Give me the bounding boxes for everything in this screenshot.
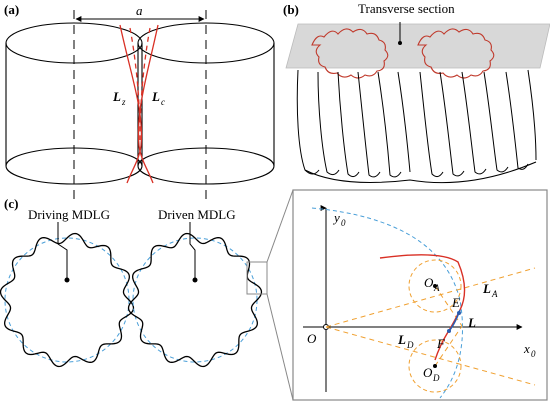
- driving-gear-label: Driving MDLG: [28, 207, 110, 222]
- arc-circle-d: [408, 339, 462, 393]
- line-la-label: L: [482, 281, 491, 296]
- transverse-section-label: Transverse section: [358, 1, 455, 16]
- y-axis-sub: 0: [341, 218, 346, 228]
- tangent-lines: [325, 267, 536, 386]
- driven-gear: [127, 222, 263, 368]
- point-f-dot: [447, 329, 451, 333]
- driving-gear: [0, 222, 135, 368]
- driven-gear-label: Driven MDLG: [158, 207, 236, 222]
- zoom-panel: y 0 x 0 O O A O D: [292, 189, 548, 401]
- center-a-point: [433, 284, 437, 288]
- panel-b: (b) Transverse section: [283, 1, 550, 184]
- line-la-sub: A: [491, 289, 498, 299]
- point-f-label: F: [436, 336, 446, 351]
- driven-gear-contour: [127, 232, 263, 368]
- helical-teeth: [296, 69, 537, 184]
- curve-lz-sub: z: [121, 97, 126, 107]
- point-e-dot: [457, 311, 461, 315]
- arc-circle-a: [408, 259, 462, 313]
- curve-lz-label: L: [112, 89, 121, 104]
- x-axis-sub: 0: [531, 349, 536, 359]
- line-ld-sub: D: [406, 340, 414, 350]
- center-a-label: O: [424, 275, 434, 290]
- y-axis-label: y: [332, 210, 340, 225]
- center-d-sub: D: [432, 373, 440, 383]
- driven-center-dot: [192, 277, 198, 283]
- curve-lc-sub: c: [161, 97, 165, 107]
- center-d-label: O: [423, 365, 433, 380]
- panel-c: (c) Driving MDLG Driven MDLG y 0: [0, 189, 548, 401]
- center-d-point: [433, 364, 437, 368]
- driving-center-dot: [64, 277, 70, 283]
- driven-leader: [189, 222, 196, 280]
- line-l-label: L: [467, 315, 476, 330]
- zoom-connectors: [266, 189, 294, 401]
- panel-b-label: (b): [283, 2, 299, 17]
- zoom-source-box: [246, 261, 268, 295]
- x-axis-label: x: [523, 341, 530, 356]
- tooth-profile-red: [379, 254, 466, 361]
- center-a-sub: A: [433, 283, 440, 293]
- gear-contours-section: [311, 28, 495, 79]
- section-pointer-dot: [398, 41, 402, 45]
- panel-a-label: (a): [4, 2, 19, 17]
- origin-label: O: [307, 331, 317, 346]
- driving-leader: [57, 222, 68, 280]
- point-e-label: E: [451, 295, 460, 310]
- line-ld-label: L: [397, 332, 406, 347]
- contact-curves: [119, 24, 159, 184]
- driving-gear-contour: [0, 232, 135, 368]
- transverse-section-plane: [285, 23, 550, 69]
- panel-a: (a) a L z L c: [4, 2, 275, 200]
- center-axes: [73, 10, 207, 200]
- panel-c-label: (c): [4, 196, 18, 211]
- center-distance-label: a: [136, 3, 143, 18]
- curve-lc-label: L: [151, 89, 160, 104]
